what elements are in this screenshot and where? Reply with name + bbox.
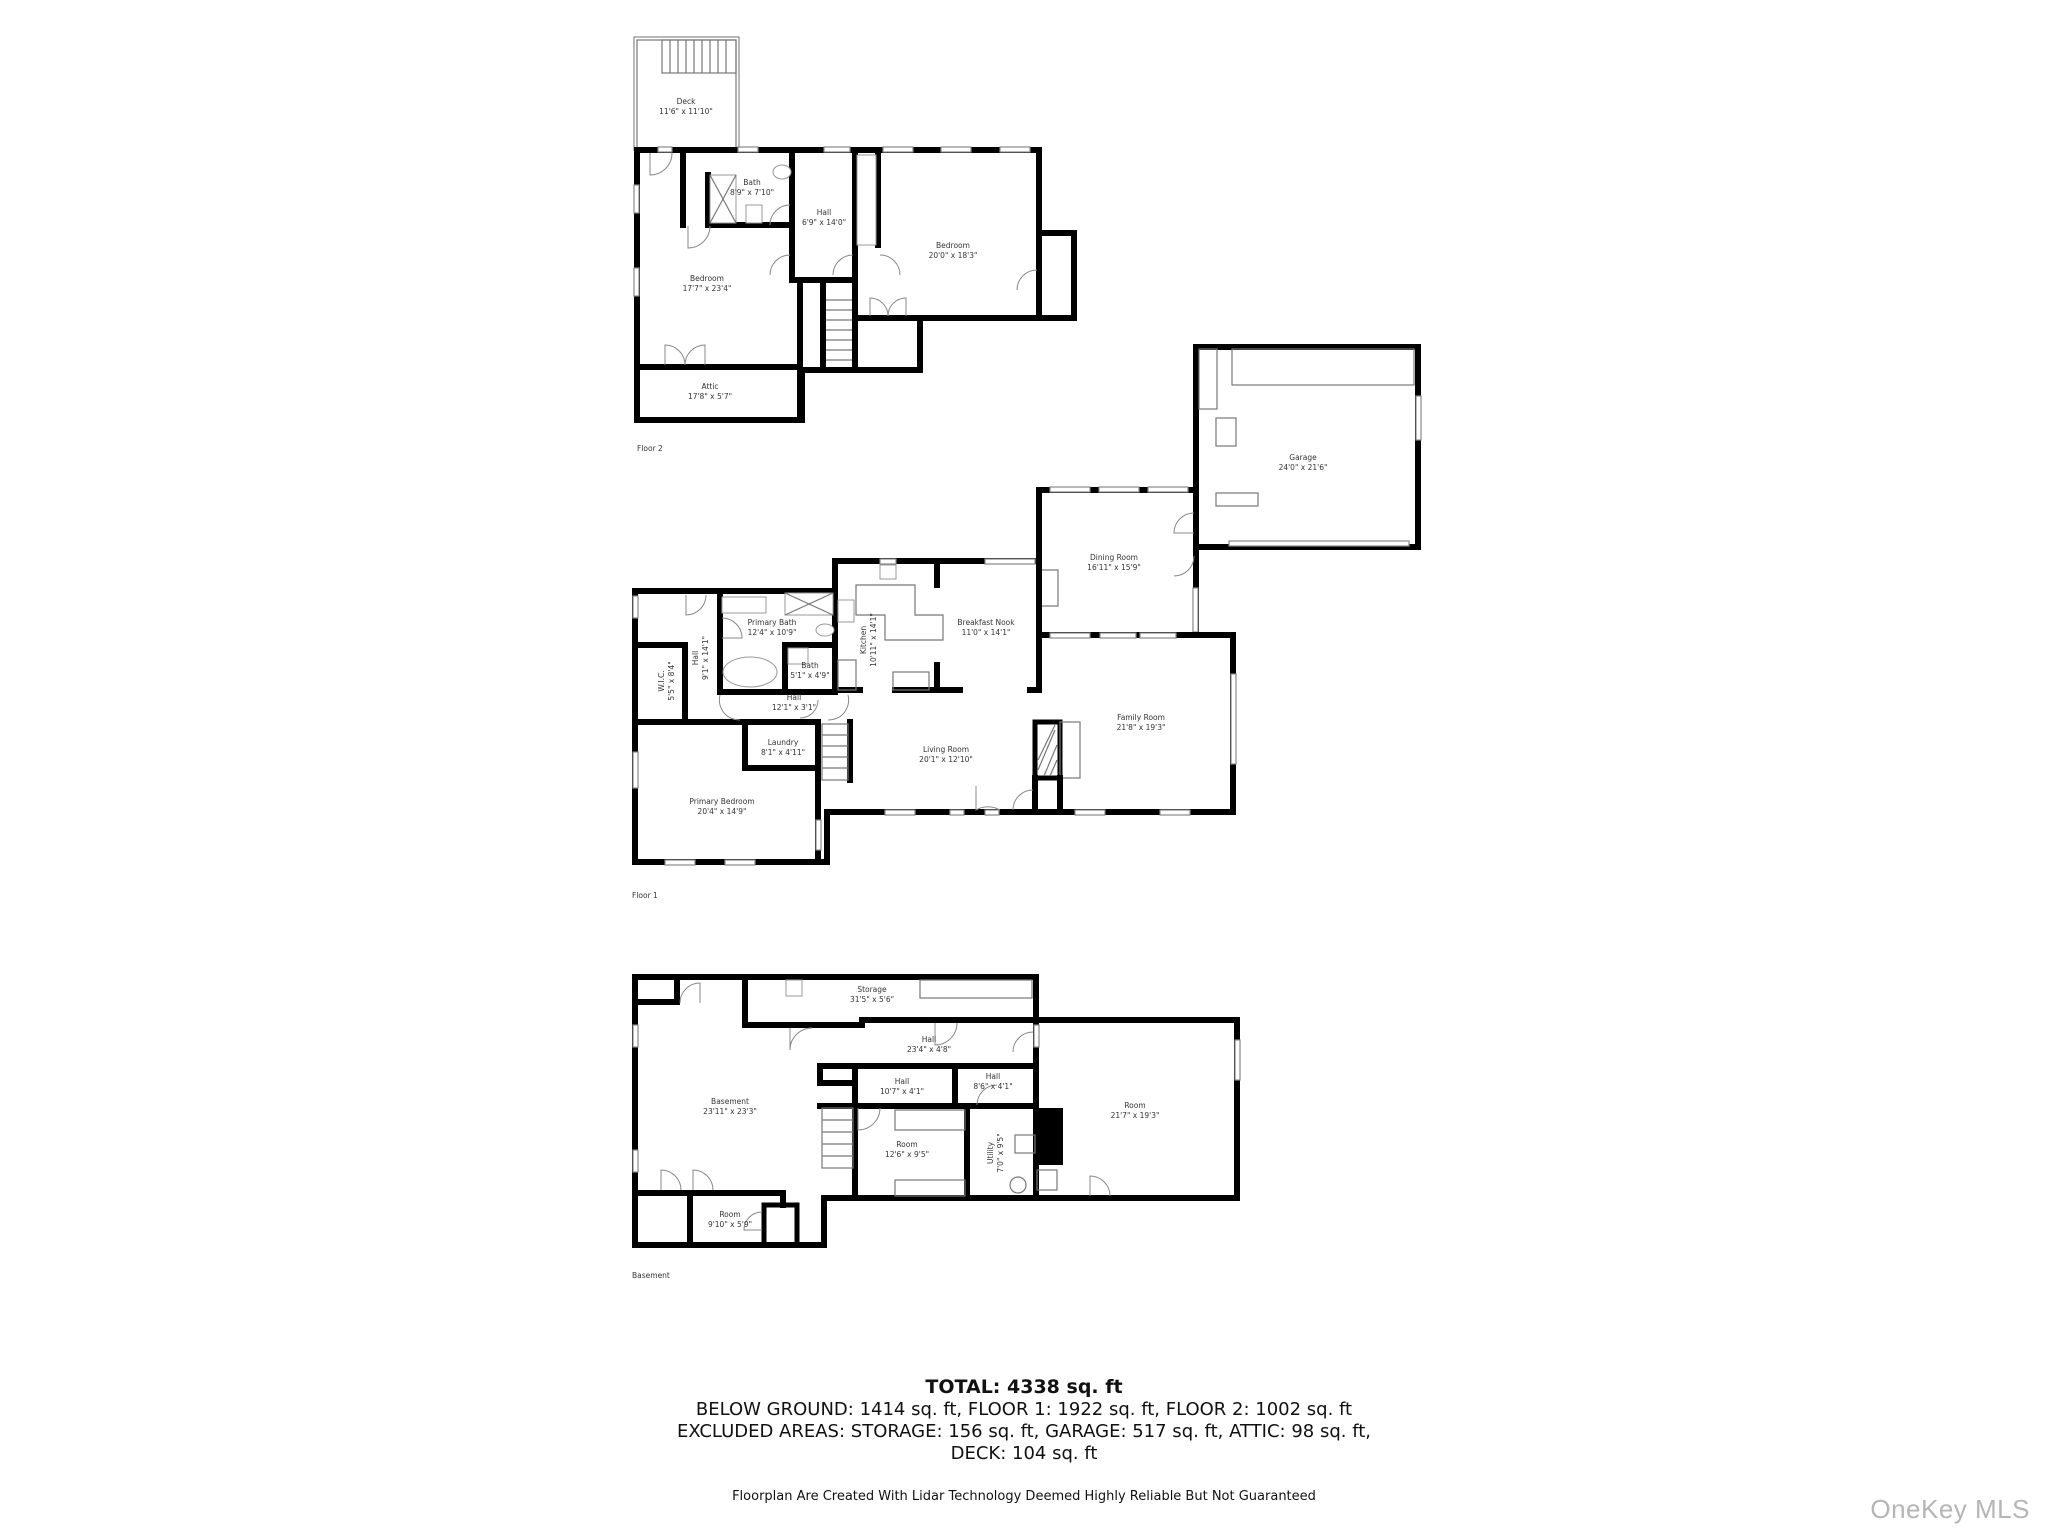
floor-label-floor1: Floor 1	[632, 891, 658, 900]
room-label-wic: W.I.C.5'5" x 8'4"	[657, 661, 676, 701]
excluded-areas-line-2: DECK: 104 sq. ft	[950, 1443, 1098, 1464]
floor-areas-line: BELOW GROUND: 1414 sq. ft, FLOOR 1: 1922…	[695, 1399, 1353, 1420]
watermark-logo: OneKey MLS	[1870, 1494, 2030, 1524]
disclaimer-text: Floorplan Are Created With Lidar Technol…	[732, 1489, 1316, 1504]
basement-plan	[632, 974, 1241, 1248]
excluded-areas-line: EXCLUDED AREAS: STORAGE: 156 sq. ft, GAR…	[676, 1421, 1372, 1442]
floor-label-basement: Basement	[632, 1271, 670, 1280]
floor1-plan	[632, 344, 1422, 866]
floor-label-floor2: Floor 2	[637, 444, 663, 453]
floor2-plan	[633, 36, 1077, 423]
total-area: TOTAL: 4338 sq. ft	[925, 1376, 1123, 1398]
